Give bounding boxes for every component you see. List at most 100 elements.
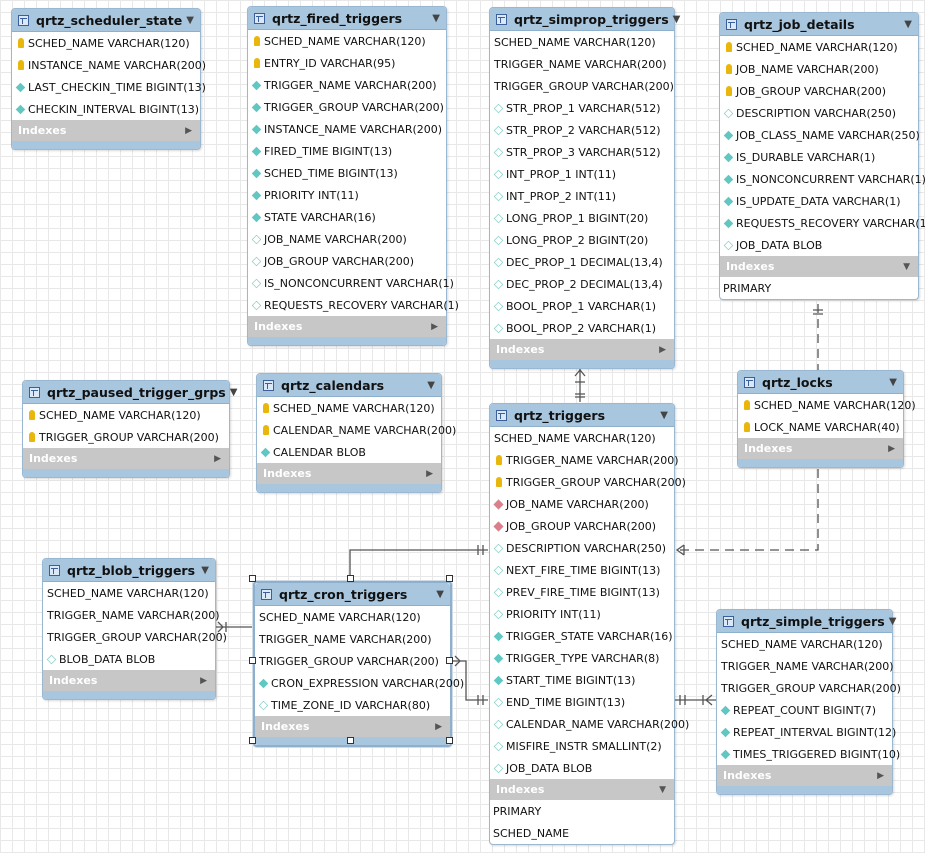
column-row[interactable]: SCHED_NAME VARCHAR(120) bbox=[12, 32, 200, 54]
column-row[interactable]: JOB_NAME VARCHAR(200) bbox=[490, 493, 674, 515]
column-row[interactable]: START_TIME BIGINT(13) bbox=[490, 669, 674, 691]
column-row[interactable]: JOB_DATA BLOB bbox=[490, 757, 674, 779]
resize-handle-nw[interactable] bbox=[249, 575, 256, 582]
column-row[interactable]: JOB_GROUP VARCHAR(200) bbox=[490, 515, 674, 537]
column-row[interactable]: TRIGGER_NAME VARCHAR(200) bbox=[43, 604, 220, 626]
table-qrtz-fired-triggers[interactable]: qrtz_fired_triggers ▼ SCHED_NAME VARCHAR… bbox=[247, 6, 459, 346]
collapse-toggle-icon[interactable]: ▼ bbox=[904, 18, 912, 30]
column-row[interactable]: CALENDAR BLOB bbox=[257, 441, 441, 463]
column-row[interactable]: CALENDAR_NAME VARCHAR(200) bbox=[257, 419, 456, 441]
column-row[interactable]: NEXT_FIRE_TIME BIGINT(13) bbox=[490, 559, 674, 581]
expand-arrow-icon[interactable]: ▶ bbox=[659, 344, 666, 355]
column-row[interactable]: LAST_CHECKIN_TIME BIGINT(13) bbox=[12, 76, 206, 98]
column-row[interactable]: LONG_PROP_2 BIGINT(20) bbox=[490, 229, 674, 251]
column-row[interactable]: FIRED_TIME BIGINT(13) bbox=[248, 140, 446, 162]
indexes-section[interactable]: Indexes▶ bbox=[23, 448, 229, 469]
column-row[interactable]: TIME_ZONE_ID VARCHAR(80) bbox=[255, 694, 450, 716]
table-header[interactable]: qrtz_locks ▼ bbox=[738, 371, 903, 394]
column-row[interactable]: PRIORITY INT(11) bbox=[248, 184, 446, 206]
expand-arrow-icon[interactable]: ▶ bbox=[185, 125, 192, 136]
expand-arrow-icon[interactable]: ▶ bbox=[435, 721, 442, 732]
column-row[interactable]: REPEAT_COUNT BIGINT(7) bbox=[717, 699, 892, 721]
indexes-section[interactable]: Indexes▶ bbox=[257, 463, 441, 484]
column-row[interactable]: TRIGGER_NAME VARCHAR(200) bbox=[490, 449, 679, 471]
column-row[interactable]: STR_PROP_1 VARCHAR(512) bbox=[490, 97, 674, 119]
column-row[interactable]: SCHED_TIME BIGINT(13) bbox=[248, 162, 446, 184]
column-row[interactable]: TRIGGER_TYPE VARCHAR(8) bbox=[490, 647, 674, 669]
indexes-section[interactable]: Indexes▶ bbox=[738, 438, 903, 459]
expand-arrow-icon[interactable]: ▶ bbox=[877, 770, 884, 781]
resize-handle-w[interactable] bbox=[249, 657, 256, 664]
column-row[interactable]: TRIGGER_NAME VARCHAR(200) bbox=[717, 655, 894, 677]
column-row[interactable]: SCHED_NAME VARCHAR(120) bbox=[738, 394, 916, 416]
expand-arrow-icon[interactable]: ▶ bbox=[426, 468, 433, 479]
table-header[interactable]: qrtz_scheduler_state ▼ bbox=[12, 9, 200, 32]
column-row[interactable]: CALENDAR_NAME VARCHAR(200) bbox=[490, 713, 689, 735]
column-row[interactable]: DEC_PROP_1 DECIMAL(13,4) bbox=[490, 251, 674, 273]
column-row[interactable]: TRIGGER_GROUP VARCHAR(200) bbox=[490, 75, 674, 97]
column-row[interactable]: DESCRIPTION VARCHAR(250) bbox=[720, 102, 918, 124]
indexes-section[interactable]: Indexes▶ bbox=[248, 316, 446, 337]
table-header[interactable]: qrtz_simple_triggers ▼ bbox=[717, 610, 896, 633]
column-row[interactable]: SCHED_NAME VARCHAR(120) bbox=[255, 606, 450, 628]
column-row[interactable]: INSTANCE_NAME VARCHAR(200) bbox=[248, 118, 446, 140]
indexes-section[interactable]: Indexes▶ bbox=[12, 120, 200, 141]
column-row[interactable]: TRIGGER_NAME VARCHAR(200) bbox=[255, 628, 450, 650]
column-row[interactable]: IS_UPDATE_DATA VARCHAR(1) bbox=[720, 190, 918, 212]
indexes-section[interactable]: Indexes▼ bbox=[720, 256, 918, 277]
table-qrtz-blob-triggers[interactable]: qrtz_blob_triggers ▼ SCHED_NAME VARCHAR(… bbox=[42, 558, 227, 700]
collapse-toggle-icon[interactable]: ▼ bbox=[229, 386, 238, 398]
column-row[interactable]: END_TIME BIGINT(13) bbox=[490, 691, 674, 713]
table-qrtz-job-details[interactable]: qrtz_job_details ▼ SCHED_NAME VARCHAR(12… bbox=[719, 12, 925, 300]
table-header[interactable]: qrtz_paused_trigger_grps ▼ bbox=[23, 381, 237, 404]
column-row[interactable]: JOB_NAME VARCHAR(200) bbox=[720, 58, 918, 80]
resize-handle-e[interactable] bbox=[446, 657, 453, 664]
collapse-toggle-icon[interactable]: ▼ bbox=[201, 564, 209, 576]
column-row[interactable]: DESCRIPTION VARCHAR(250) bbox=[490, 537, 674, 559]
table-header[interactable]: qrtz_triggers ▼ bbox=[490, 404, 674, 427]
table-qrtz-cron-triggers[interactable]: qrtz_cron_triggers ▼ SCHED_NAME VARCHAR(… bbox=[253, 581, 464, 747]
indexes-section[interactable]: Indexes▶ bbox=[490, 339, 674, 360]
expand-arrow-icon[interactable]: ▶ bbox=[200, 675, 207, 686]
collapse-toggle-icon[interactable]: ▼ bbox=[660, 409, 668, 421]
expand-arrow-icon[interactable]: ▶ bbox=[214, 453, 221, 464]
column-row[interactable]: SCHED_NAME VARCHAR(120) bbox=[23, 404, 229, 426]
resize-handle-sw[interactable] bbox=[249, 737, 256, 744]
column-row[interactable]: JOB_NAME VARCHAR(200) bbox=[248, 228, 446, 250]
indexes-section[interactable]: Indexes▶ bbox=[717, 765, 892, 786]
column-row[interactable]: IS_NONCONCURRENT VARCHAR(1) bbox=[248, 272, 454, 294]
collapse-arrow-icon[interactable]: ▼ bbox=[659, 784, 666, 795]
column-row[interactable]: DEC_PROP_2 DECIMAL(13,4) bbox=[490, 273, 674, 295]
collapse-toggle-icon[interactable]: ▼ bbox=[432, 12, 440, 24]
column-row[interactable]: SCHED_NAME VARCHAR(120) bbox=[717, 633, 892, 655]
column-row[interactable]: BOOL_PROP_1 VARCHAR(1) bbox=[490, 295, 674, 317]
column-row[interactable]: TRIGGER_GROUP VARCHAR(200) bbox=[248, 96, 446, 118]
column-row[interactable]: TRIGGER_NAME VARCHAR(200) bbox=[248, 74, 446, 96]
column-row[interactable]: REQUESTS_RECOVERY VARCHAR(1) bbox=[720, 212, 925, 234]
column-row[interactable]: JOB_CLASS_NAME VARCHAR(250) bbox=[720, 124, 920, 146]
column-row[interactable]: TRIGGER_GROUP VARCHAR(200) bbox=[717, 677, 901, 699]
collapse-arrow-icon[interactable]: ▼ bbox=[903, 261, 910, 272]
column-row[interactable]: TIMES_TRIGGERED BIGINT(10) bbox=[717, 743, 900, 765]
column-row[interactable]: ENTRY_ID VARCHAR(95) bbox=[248, 52, 446, 74]
indexes-section[interactable]: Indexes▶ bbox=[43, 670, 215, 691]
resize-handle-se[interactable] bbox=[446, 737, 453, 744]
collapse-toggle-icon[interactable]: ▼ bbox=[436, 588, 444, 600]
collapse-toggle-icon[interactable]: ▼ bbox=[427, 379, 435, 391]
column-row[interactable]: LOCK_NAME VARCHAR(40) bbox=[738, 416, 903, 438]
column-row[interactable]: SCHED_NAME VARCHAR(120) bbox=[490, 31, 674, 53]
column-row[interactable]: TRIGGER_GROUP VARCHAR(200) bbox=[23, 426, 229, 448]
column-row[interactable]: INT_PROP_2 INT(11) bbox=[490, 185, 674, 207]
column-row[interactable]: PREV_FIRE_TIME BIGINT(13) bbox=[490, 581, 674, 603]
collapse-toggle-icon[interactable]: ▼ bbox=[888, 615, 897, 627]
table-qrtz-triggers[interactable]: qrtz_triggers ▼ SCHED_NAME VARCHAR(120)T… bbox=[489, 403, 689, 845]
column-row[interactable]: SCHED_NAME VARCHAR(120) bbox=[257, 397, 441, 419]
resize-handle-n[interactable] bbox=[347, 575, 354, 582]
collapse-toggle-icon[interactable]: ▼ bbox=[672, 13, 681, 25]
expand-arrow-icon[interactable]: ▶ bbox=[431, 321, 438, 332]
table-header[interactable]: qrtz_fired_triggers ▼ bbox=[248, 7, 446, 30]
table-qrtz-simprop-triggers[interactable]: qrtz_simprop_triggers ▼ SCHED_NAME VARCH… bbox=[489, 7, 680, 369]
column-row[interactable]: SCHED_NAME VARCHAR(120) bbox=[720, 36, 918, 58]
column-row[interactable]: JOB_DATA BLOB bbox=[720, 234, 918, 256]
column-row[interactable]: TRIGGER_STATE VARCHAR(16) bbox=[490, 625, 674, 647]
